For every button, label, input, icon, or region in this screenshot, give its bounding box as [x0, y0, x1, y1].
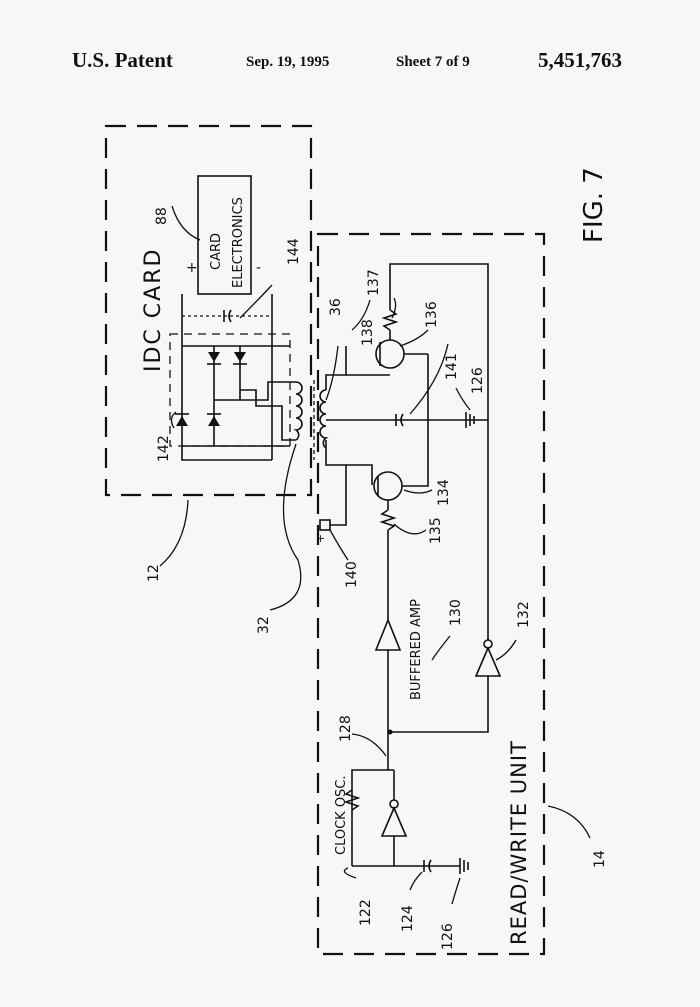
- resistor-137: [381, 309, 399, 331]
- leader-32: [269, 443, 302, 611]
- top-supply-rail: [389, 263, 489, 420]
- ref-135: 135: [428, 517, 444, 544]
- clock-osc-label: CLOCK OSC.: [334, 775, 349, 855]
- patent-header-label: U.S. Patent: [72, 48, 173, 72]
- idc-card-label: IDC CARD: [141, 248, 166, 372]
- leader-136: [399, 329, 429, 347]
- ref-12: 12: [146, 564, 162, 582]
- leader-128: [351, 733, 387, 757]
- inverter-132: [474, 645, 502, 677]
- test-point-plus: +: [316, 532, 325, 545]
- osc-feedback-top: [351, 769, 394, 866]
- ref-126-bottom: 126: [440, 923, 456, 950]
- diode-4: [207, 413, 221, 426]
- resistor-122: [343, 789, 361, 811]
- leader-126-bottom: [451, 877, 461, 905]
- ref-134: 134: [436, 479, 452, 506]
- ref-122: 122: [358, 899, 374, 926]
- leader-12: [159, 499, 189, 567]
- ref-88: 88: [154, 207, 170, 225]
- ref-140: 140: [344, 561, 360, 588]
- junction-128: [387, 729, 393, 735]
- diode-2: [233, 352, 247, 365]
- leader-14: [547, 805, 591, 839]
- leader-134: [403, 489, 433, 494]
- ref-138: 138: [360, 319, 376, 346]
- leader-142: [170, 411, 177, 429]
- ref-124: 124: [400, 905, 416, 932]
- diode-1: [207, 352, 221, 365]
- test-point-wire: [330, 490, 347, 526]
- inverter-input-wire: [392, 676, 489, 733]
- buffered-amp-130: [374, 617, 402, 651]
- idc-card-boundary: [104, 124, 313, 497]
- test-point-140: [319, 519, 331, 531]
- leader-144: [239, 284, 273, 319]
- patent-date: Sep. 19, 1995: [246, 54, 330, 70]
- leader-140: [329, 529, 349, 561]
- sheet-number: Sheet 7 of 9: [396, 54, 470, 70]
- ref-130: 130: [448, 599, 464, 626]
- leader-126-top: [455, 387, 471, 411]
- positive-lead: [181, 294, 272, 461]
- card-electronics-label-1: CARD: [209, 233, 224, 270]
- minus-terminal: -: [256, 260, 261, 276]
- capacitor-144-plate-b: [228, 309, 232, 323]
- leader-130: [431, 635, 451, 661]
- ref-142: 142: [156, 435, 172, 462]
- diode-3: [175, 413, 189, 426]
- bridge-coil-lead-bottom: [240, 389, 296, 441]
- ref-137: 137: [366, 269, 382, 296]
- bridge-rectifier-outline: [169, 333, 291, 447]
- ground-symbol-126-top: [465, 412, 475, 428]
- tr134-base-lead: [346, 464, 373, 485]
- bridge-coil-lead-top: [214, 381, 296, 401]
- ref-32: 32: [256, 616, 272, 634]
- card-coil-32: [293, 381, 303, 441]
- leader-141: [409, 343, 449, 415]
- ref-36: 36: [328, 298, 344, 316]
- leader-135: [393, 523, 427, 535]
- tr134-emitter-lead: [402, 420, 429, 487]
- capacitor-124-plate-b: [428, 859, 432, 873]
- card-electronics-box: [197, 175, 252, 295]
- leader-88: [171, 205, 201, 241]
- plus-terminal: +: [186, 260, 198, 276]
- buffered-amp-label: BUFFERED AMP: [409, 599, 424, 700]
- card-electronics-label-2: ELECTRONICS: [231, 197, 246, 288]
- leader-132: [495, 639, 517, 661]
- read-write-unit-label: READ/WRITE UNIT: [507, 740, 531, 945]
- leader-137: [391, 297, 397, 319]
- coil-top-lead: [325, 346, 347, 390]
- read-write-unit-boundary: [316, 232, 546, 956]
- ref-128: 128: [338, 715, 354, 742]
- ref-14: 14: [592, 850, 608, 868]
- osc-bottom-wire: [352, 836, 395, 867]
- coil-bottom-lead: [325, 440, 347, 490]
- leader-124: [409, 871, 423, 891]
- patent-number: 5,451,763: [538, 48, 622, 72]
- osc-inverter: [380, 805, 408, 837]
- resistor-135: [379, 509, 397, 531]
- capacitor-141-plate-b: [400, 413, 404, 427]
- figure-label: FIG. 7: [579, 167, 609, 243]
- reader-coil-36: [319, 389, 329, 449]
- ref-126-top: 126: [470, 367, 486, 394]
- leader-122: [343, 867, 357, 879]
- ref-136: 136: [424, 301, 440, 328]
- leader-36: [325, 345, 339, 401]
- ref-144: 144: [286, 238, 302, 265]
- ref-141: 141: [444, 353, 460, 380]
- ground-symbol-126-bottom: [459, 858, 469, 874]
- ref-132: 132: [516, 601, 532, 628]
- leader-138: [351, 299, 371, 331]
